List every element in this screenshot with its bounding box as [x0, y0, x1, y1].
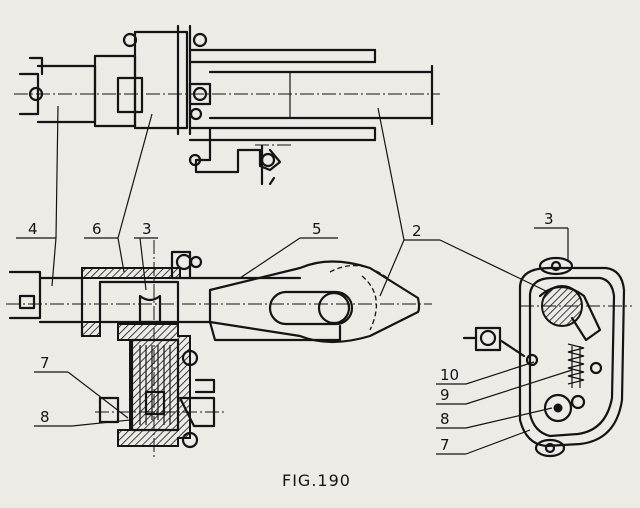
top-lever-bracket	[188, 126, 282, 186]
label-8-end: 8	[440, 410, 450, 428]
lever-slot	[268, 290, 354, 326]
top-flange	[133, 30, 189, 130]
top-bolts	[122, 32, 212, 121]
piston-3	[138, 294, 162, 324]
label-3-end: 3	[544, 210, 554, 228]
label-7-main: 7	[40, 354, 50, 372]
label-3-main: 3	[142, 220, 152, 238]
bottom-lug	[534, 438, 566, 458]
valve-stem	[178, 396, 216, 428]
label-6: 6	[92, 220, 102, 238]
top-plan-view	[14, 24, 440, 186]
return-spring	[567, 343, 585, 385]
side-fitting	[474, 326, 502, 352]
section-fork	[8, 270, 42, 320]
label-9: 9	[440, 386, 450, 404]
main-section-view	[6, 240, 432, 460]
top-lug	[538, 256, 574, 276]
label-2: 2	[412, 222, 422, 240]
label-7-end: 7	[440, 436, 450, 454]
plunger-chamber	[130, 338, 180, 432]
lever-5	[208, 260, 421, 344]
label-10: 10	[440, 366, 459, 384]
part-labels: 4 6 3 5 2 3 7 8 10 9 8 7	[28, 210, 554, 454]
label-5: 5	[312, 220, 322, 238]
top-body	[93, 54, 137, 128]
right-end-view	[462, 256, 632, 458]
housing-top-wall	[81, 267, 181, 279]
label-8-main: 8	[40, 408, 50, 426]
top-rods	[188, 48, 434, 142]
figure-caption: FIG.190	[282, 471, 351, 490]
label-4: 4	[28, 220, 38, 238]
cam-disc	[543, 393, 573, 423]
end-casing-inner	[528, 276, 616, 438]
leader-lines	[16, 105, 573, 455]
